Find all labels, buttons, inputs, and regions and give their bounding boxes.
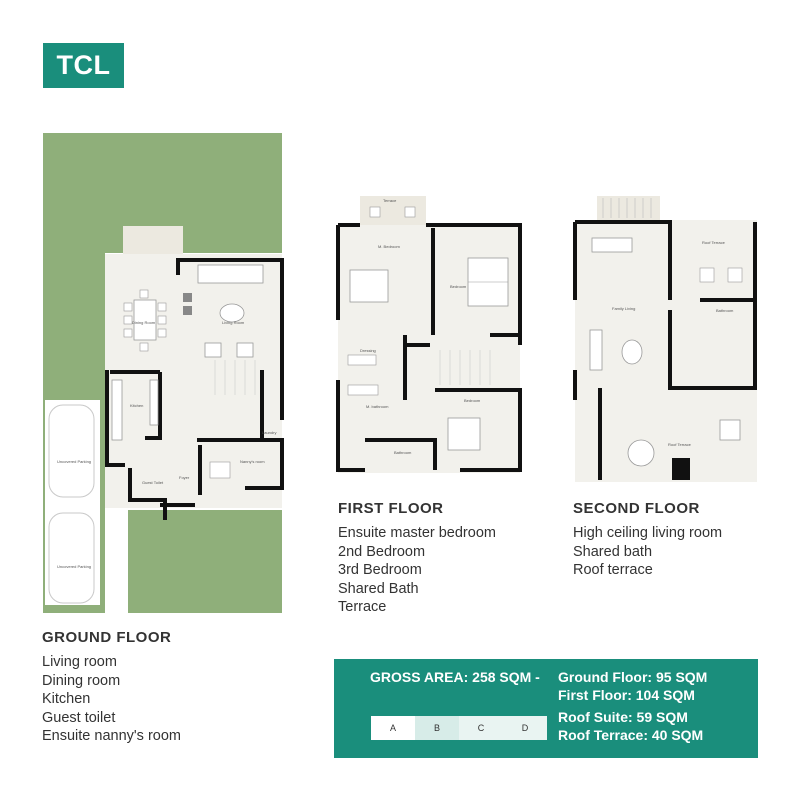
- feature-item: Dining room: [42, 672, 121, 689]
- gross-area-panel: GROSS AREA: 258 SQM - Ground Floor: 95 S…: [334, 659, 758, 758]
- kitchen-counter: [111, 379, 123, 441]
- second-floor-heading: SECOND FLOOR: [573, 500, 700, 517]
- parking-label-2: Uncovered Parking: [57, 564, 91, 569]
- second-walls: [573, 220, 757, 480]
- roof-suite-area-text: Roof Suite: 59 SQM: [558, 709, 688, 725]
- ground-floor-heading: GROUND FLOOR: [42, 629, 172, 646]
- feature-item: Ensuite master bedroom: [338, 525, 496, 541]
- first-floor-features: Ensuite master bedroom 2nd Bedroom 3rd B…: [338, 524, 496, 617]
- label-roof-terrace-1: Roof Terrace: [702, 240, 726, 245]
- terrace-table: [719, 419, 741, 441]
- unit-type-d: D: [503, 716, 547, 740]
- sofa-2: [591, 237, 633, 253]
- armchair-1: [204, 342, 222, 358]
- label-bathroom: Bathroom: [394, 450, 412, 455]
- label-dining: Dining Room: [132, 320, 156, 325]
- label-nanny: Nanny's room: [240, 459, 265, 464]
- ground-floor-features: Living room Dining room Kitchen Guest to…: [42, 653, 181, 746]
- second-floor-features: High ceiling living room Shared bath Roo…: [573, 524, 722, 580]
- gross-area-text: GROSS AREA: 258 SQM -: [370, 669, 540, 685]
- second-floor-plan: Roof Terrace Family Living Bathroom Roof…: [573, 196, 757, 482]
- round-table: [627, 439, 655, 467]
- feature-item: Kitchen: [42, 691, 91, 707]
- parking-space-2: [48, 512, 95, 604]
- unit-type-bar: A B C D: [371, 716, 547, 740]
- garden-bottom: [128, 510, 282, 613]
- feature-item: Roof terrace: [573, 562, 653, 578]
- label-kitchen: Kitchen: [130, 403, 143, 408]
- ground-walls: [105, 258, 284, 520]
- first-floor-plan: Terrace M. Bedroom Bedroom Dressing M. b…: [336, 196, 522, 473]
- ground-floor-plan: Uncovered Parking Uncovered Parking: [43, 133, 284, 613]
- first-floor-heading: FIRST FLOOR: [338, 500, 444, 517]
- unit-type-c: C: [459, 716, 503, 740]
- label-master-bedroom: M. Bedroom: [378, 244, 400, 249]
- feature-item: High ceiling living room: [573, 525, 723, 541]
- bathtub: [347, 384, 379, 396]
- side-table: [183, 293, 192, 302]
- coffee-table-2: [621, 339, 643, 365]
- roof-terrace-area-text: Roof Terrace: 40 SQM: [558, 727, 704, 743]
- first-stairs: [439, 350, 491, 385]
- label-laundry: Laundry: [262, 430, 276, 435]
- tcl-logo: TCL: [43, 43, 124, 88]
- label-family-living: Family Living: [612, 306, 635, 311]
- stair-roof: [597, 196, 660, 220]
- armchair-2: [236, 342, 254, 358]
- terrace-chair: [369, 206, 381, 218]
- label-roof-terrace-2: Roof Terrace: [668, 442, 692, 447]
- label-living: Living Room: [222, 320, 245, 325]
- ground-stairs: [214, 360, 256, 395]
- coffee-table: [219, 303, 245, 323]
- label-guest-toilet: Guest Toilet: [142, 480, 164, 485]
- sofa-3: [589, 329, 603, 371]
- feature-item: Guest toilet: [42, 709, 116, 726]
- sofa: [197, 264, 264, 284]
- master-bed: [349, 269, 389, 303]
- label-foyer: Foyer: [179, 475, 190, 480]
- parking-label-1: Uncovered Parking: [57, 459, 91, 464]
- label-terrace: Terrace: [383, 198, 397, 203]
- feature-item: Shared bath: [573, 543, 653, 560]
- first-walls: [336, 223, 522, 472]
- lounger: [699, 267, 715, 283]
- label-m-bathroom: M. bathroom: [366, 404, 389, 409]
- dining-chairs: [123, 289, 167, 352]
- ground-floor-area-text: Ground Floor: 95 SQM: [558, 669, 708, 685]
- label-dressing: Dressing: [360, 348, 376, 353]
- feature-item: Terrace: [338, 599, 387, 615]
- kitchen-island: [149, 379, 159, 426]
- feature-item: 3rd Bedroom: [338, 562, 422, 578]
- label-bedroom-3: Bedroom: [464, 398, 481, 403]
- feature-item: Shared Bath: [338, 580, 419, 597]
- feature-item: Ensuite nanny's room: [42, 728, 181, 744]
- feature-item: Living room: [42, 654, 117, 670]
- porch: [123, 226, 183, 254]
- chimney: [672, 458, 690, 480]
- floor-plans: Uncovered Parking Uncovered Parking: [43, 133, 757, 613]
- first-floor-area-text: First Floor: 104 SQM: [558, 687, 695, 703]
- driveway: [45, 400, 100, 605]
- label-bedroom-2: Bedroom: [450, 284, 467, 289]
- nanny-bed: [209, 461, 231, 479]
- ground-floor-area: [105, 254, 282, 508]
- dressing: [347, 354, 377, 366]
- dining-table: [133, 299, 157, 341]
- unit-type-b: B: [415, 716, 459, 740]
- label-bathroom-2: Bathroom: [716, 308, 734, 313]
- unit-type-a: A: [371, 716, 415, 740]
- feature-item: 2nd Bedroom: [338, 543, 426, 560]
- bed-3: [447, 417, 481, 451]
- parking-space-1: [48, 404, 95, 498]
